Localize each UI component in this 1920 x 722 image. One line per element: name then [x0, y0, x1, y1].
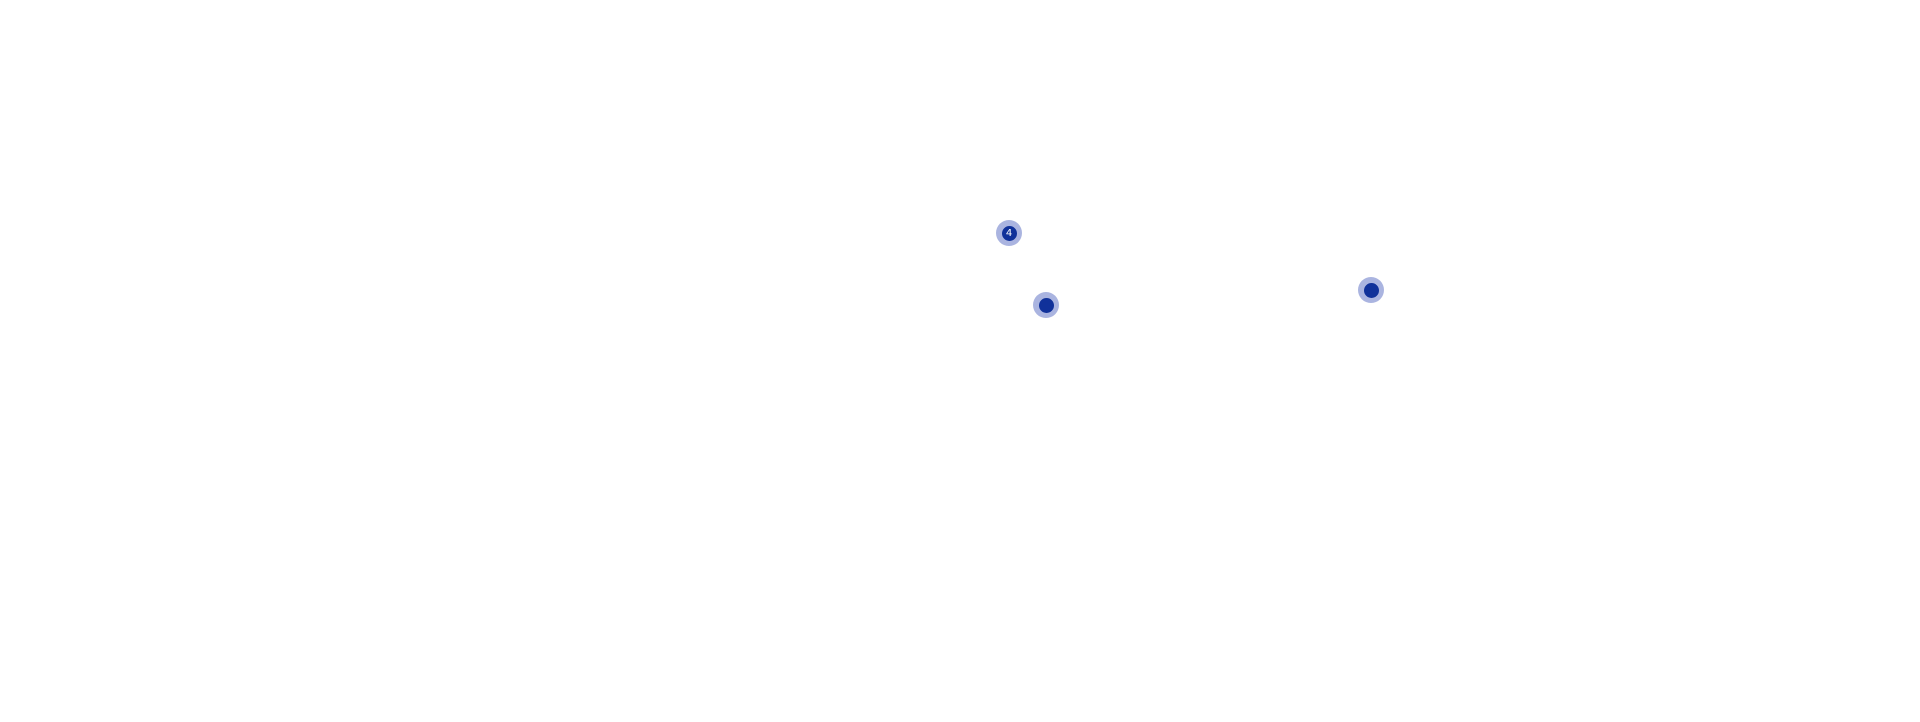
- map-marker[interactable]: [1358, 277, 1384, 303]
- map-pin-icon: [1363, 282, 1379, 298]
- map-pin-icon: [1038, 297, 1054, 313]
- cluster-count: 4: [1005, 227, 1013, 239]
- map-marker[interactable]: [1033, 292, 1059, 318]
- cluster-marker-icon: 4: [1001, 225, 1017, 241]
- cluster-marker[interactable]: 4: [996, 220, 1022, 246]
